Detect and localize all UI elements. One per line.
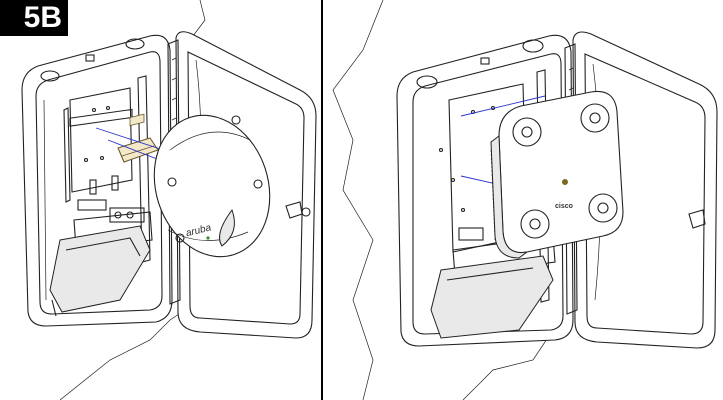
left-illustration: aruba	[21, 0, 317, 400]
left-panel: aruba	[0, 0, 323, 400]
left-wall-edge-top	[189, 0, 206, 41]
access-point-device: aruba	[153, 114, 271, 258]
device-logo: cisco	[555, 203, 573, 210]
right-illustration: cisco	[332, 0, 718, 400]
status-led-icon	[206, 236, 210, 240]
status-led-icon	[562, 179, 568, 185]
right-panel: cisco	[323, 0, 723, 400]
guide-line-1	[460, 95, 546, 117]
right-wall-edge-left	[332, 0, 384, 400]
right-wall-edge-bottom	[462, 329, 554, 400]
access-point-device: cisco	[490, 90, 624, 259]
lower-components	[49, 199, 153, 317]
figure-label: 5B	[0, 0, 68, 36]
mounting-bracket	[117, 113, 159, 163]
mounting-plate	[63, 75, 151, 263]
